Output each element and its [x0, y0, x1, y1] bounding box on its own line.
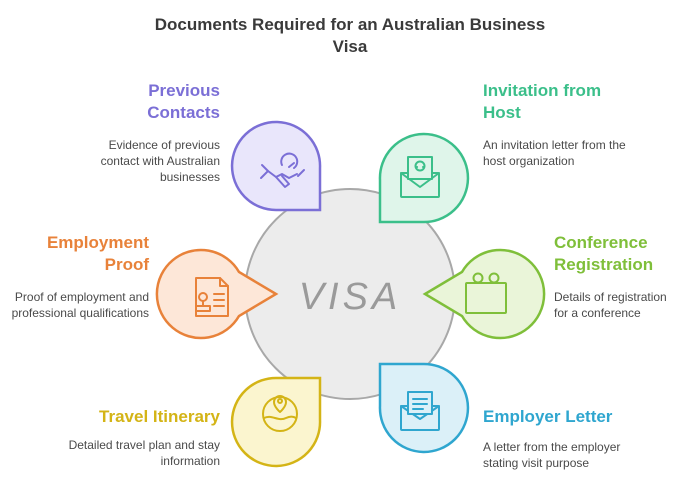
invitation-description: An invitation letter from the host organ… [483, 138, 626, 168]
conference-node [422, 248, 546, 340]
previous-contacts-heading: Previous Contacts [147, 81, 220, 122]
conference-screen-icon [465, 272, 507, 314]
conference-description: Details of registration for a conference [554, 290, 667, 320]
document-stamp-icon [195, 277, 229, 317]
employer-letter-node [378, 362, 470, 454]
travel-itinerary-heading: Travel Itinerary [99, 407, 220, 426]
handshake-icon [260, 152, 305, 188]
conference-heading: Conference Registration [554, 233, 654, 274]
invitation-heading: Invitation from Host [483, 81, 602, 122]
previous-contacts-node [230, 120, 322, 212]
center-label: VISA [299, 276, 402, 318]
map-pin-icon [262, 395, 298, 432]
travel-itinerary-description: Detailed travel plan and stay informatio… [68, 438, 220, 468]
employment-proof-heading: Employment Proof [46, 233, 149, 274]
employment-proof-description: Proof of employment and professional qua… [11, 290, 149, 320]
letter-envelope-icon [400, 391, 440, 431]
employer-letter-heading: Employer Letter [483, 407, 613, 426]
diagram-title: Documents Required for an Australian Bus… [154, 15, 546, 56]
travel-itinerary-node [230, 376, 322, 468]
employer-letter-description: A letter from the employer stating visit… [483, 440, 621, 470]
previous-contacts-description: Evidence of previous contact with Austra… [100, 138, 220, 184]
envelope-invitation-icon [400, 156, 440, 198]
employment-proof-node [155, 248, 279, 340]
invitation-node [378, 132, 470, 224]
